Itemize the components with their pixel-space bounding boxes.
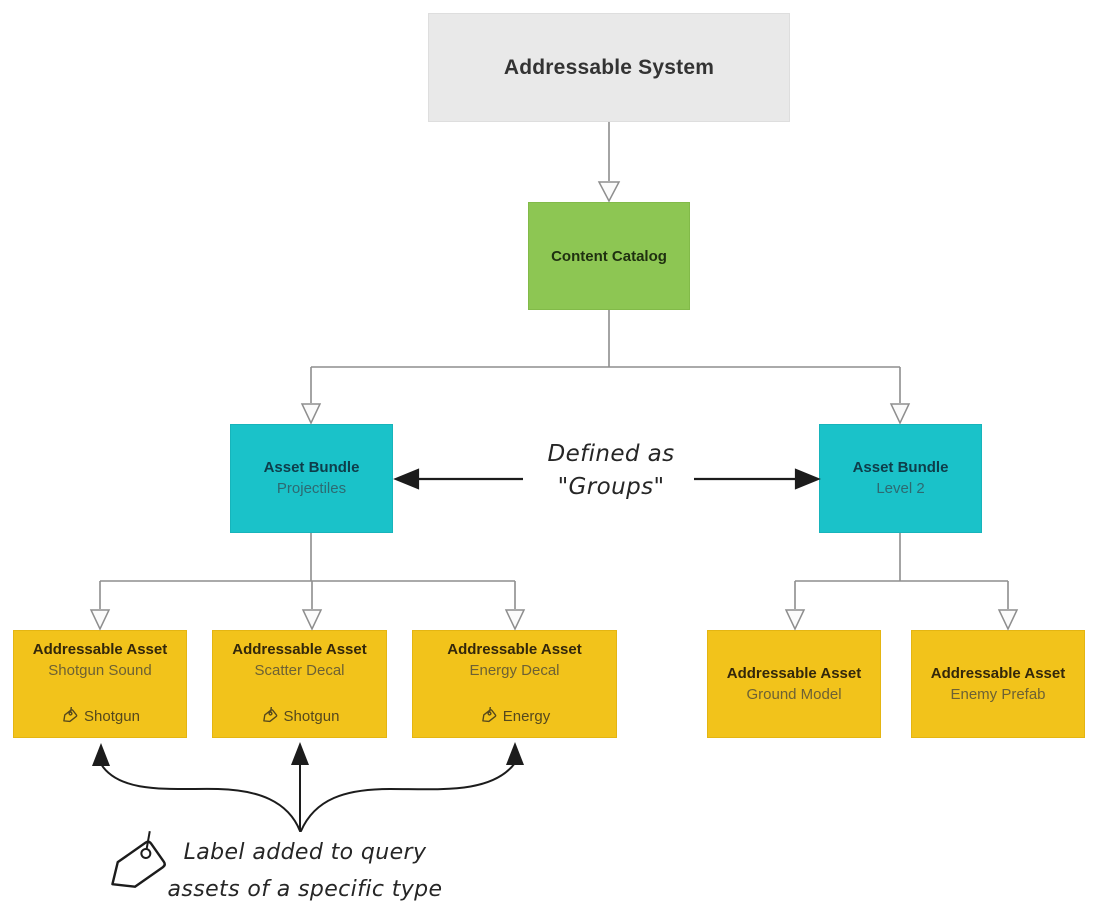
- connector-system-catalog: [597, 122, 621, 203]
- node-asset-enemy-prefab: Addressable Asset Enemy Prefab: [911, 630, 1085, 738]
- node-title: Addressable Asset: [726, 664, 862, 682]
- node-title: Addressable Asset: [232, 641, 367, 658]
- node-title: Content Catalog: [551, 247, 667, 265]
- tag-icon: [481, 707, 496, 723]
- asset-label-row: Energy: [479, 707, 551, 726]
- node-subtitle: Projectiles: [276, 480, 347, 497]
- node-subtitle: Scatter Decal: [254, 662, 345, 679]
- asset-label-text: Energy: [502, 708, 551, 725]
- node-title: Addressable Asset: [930, 664, 1066, 682]
- node-asset-shotgun-sound: Addressable Asset Shotgun Sound Shotgun: [13, 630, 187, 738]
- asset-label-row: Shotgun: [60, 707, 140, 726]
- asset-label-text: Shotgun: [84, 708, 140, 725]
- label-note-arrows: [92, 742, 524, 832]
- node-title: Addressable Asset: [32, 641, 168, 658]
- annotation-line: "Groups": [557, 474, 665, 500]
- node-subtitle: Ground Model: [746, 685, 842, 703]
- asset-label-row: Shotgun: [260, 707, 340, 726]
- groups-arrow-left: [393, 468, 523, 490]
- annotation-line: Label added to query: [183, 840, 427, 865]
- tag-icon: [63, 707, 78, 723]
- node-subtitle: Shotgun Sound: [48, 662, 152, 679]
- node-asset-ground-model: Addressable Asset Ground Model: [707, 630, 881, 738]
- node-title: Addressable System: [503, 55, 715, 79]
- connector-bundle-left-assets: [89, 533, 526, 631]
- node-asset-bundle-level2: Asset Bundle Level 2: [819, 424, 982, 533]
- annotation-defined-as-groups: Defined as "Groups": [505, 438, 717, 504]
- node-asset-energy-decal: Addressable Asset Energy Decal Energy: [412, 630, 617, 738]
- node-asset-bundle-projectiles: Asset Bundle Projectiles: [230, 424, 393, 533]
- node-subtitle: Level 2: [876, 480, 925, 497]
- node-title: Addressable Asset: [447, 641, 582, 658]
- node-title: Asset Bundle: [852, 459, 949, 476]
- node-content-catalog: Content Catalog: [528, 202, 690, 310]
- node-title: Asset Bundle: [263, 459, 360, 476]
- node-asset-scatter-decal: Addressable Asset Scatter Decal Shotgun: [212, 630, 387, 738]
- tag-icon: [262, 707, 277, 723]
- asset-label-text: Shotgun: [283, 708, 340, 725]
- node-subtitle: Energy Decal: [469, 662, 560, 679]
- connector-catalog-bundles: [300, 310, 911, 425]
- node-subtitle: Enemy Prefab: [950, 685, 1046, 703]
- annotation-line: Defined as: [547, 441, 675, 467]
- connector-bundle-right-assets: [784, 533, 1019, 631]
- node-addressable-system: Addressable System: [428, 13, 790, 122]
- annotation-label-note: Label added to query assets of a specifi…: [145, 834, 465, 908]
- annotation-line: assets of a specific type: [167, 877, 443, 902]
